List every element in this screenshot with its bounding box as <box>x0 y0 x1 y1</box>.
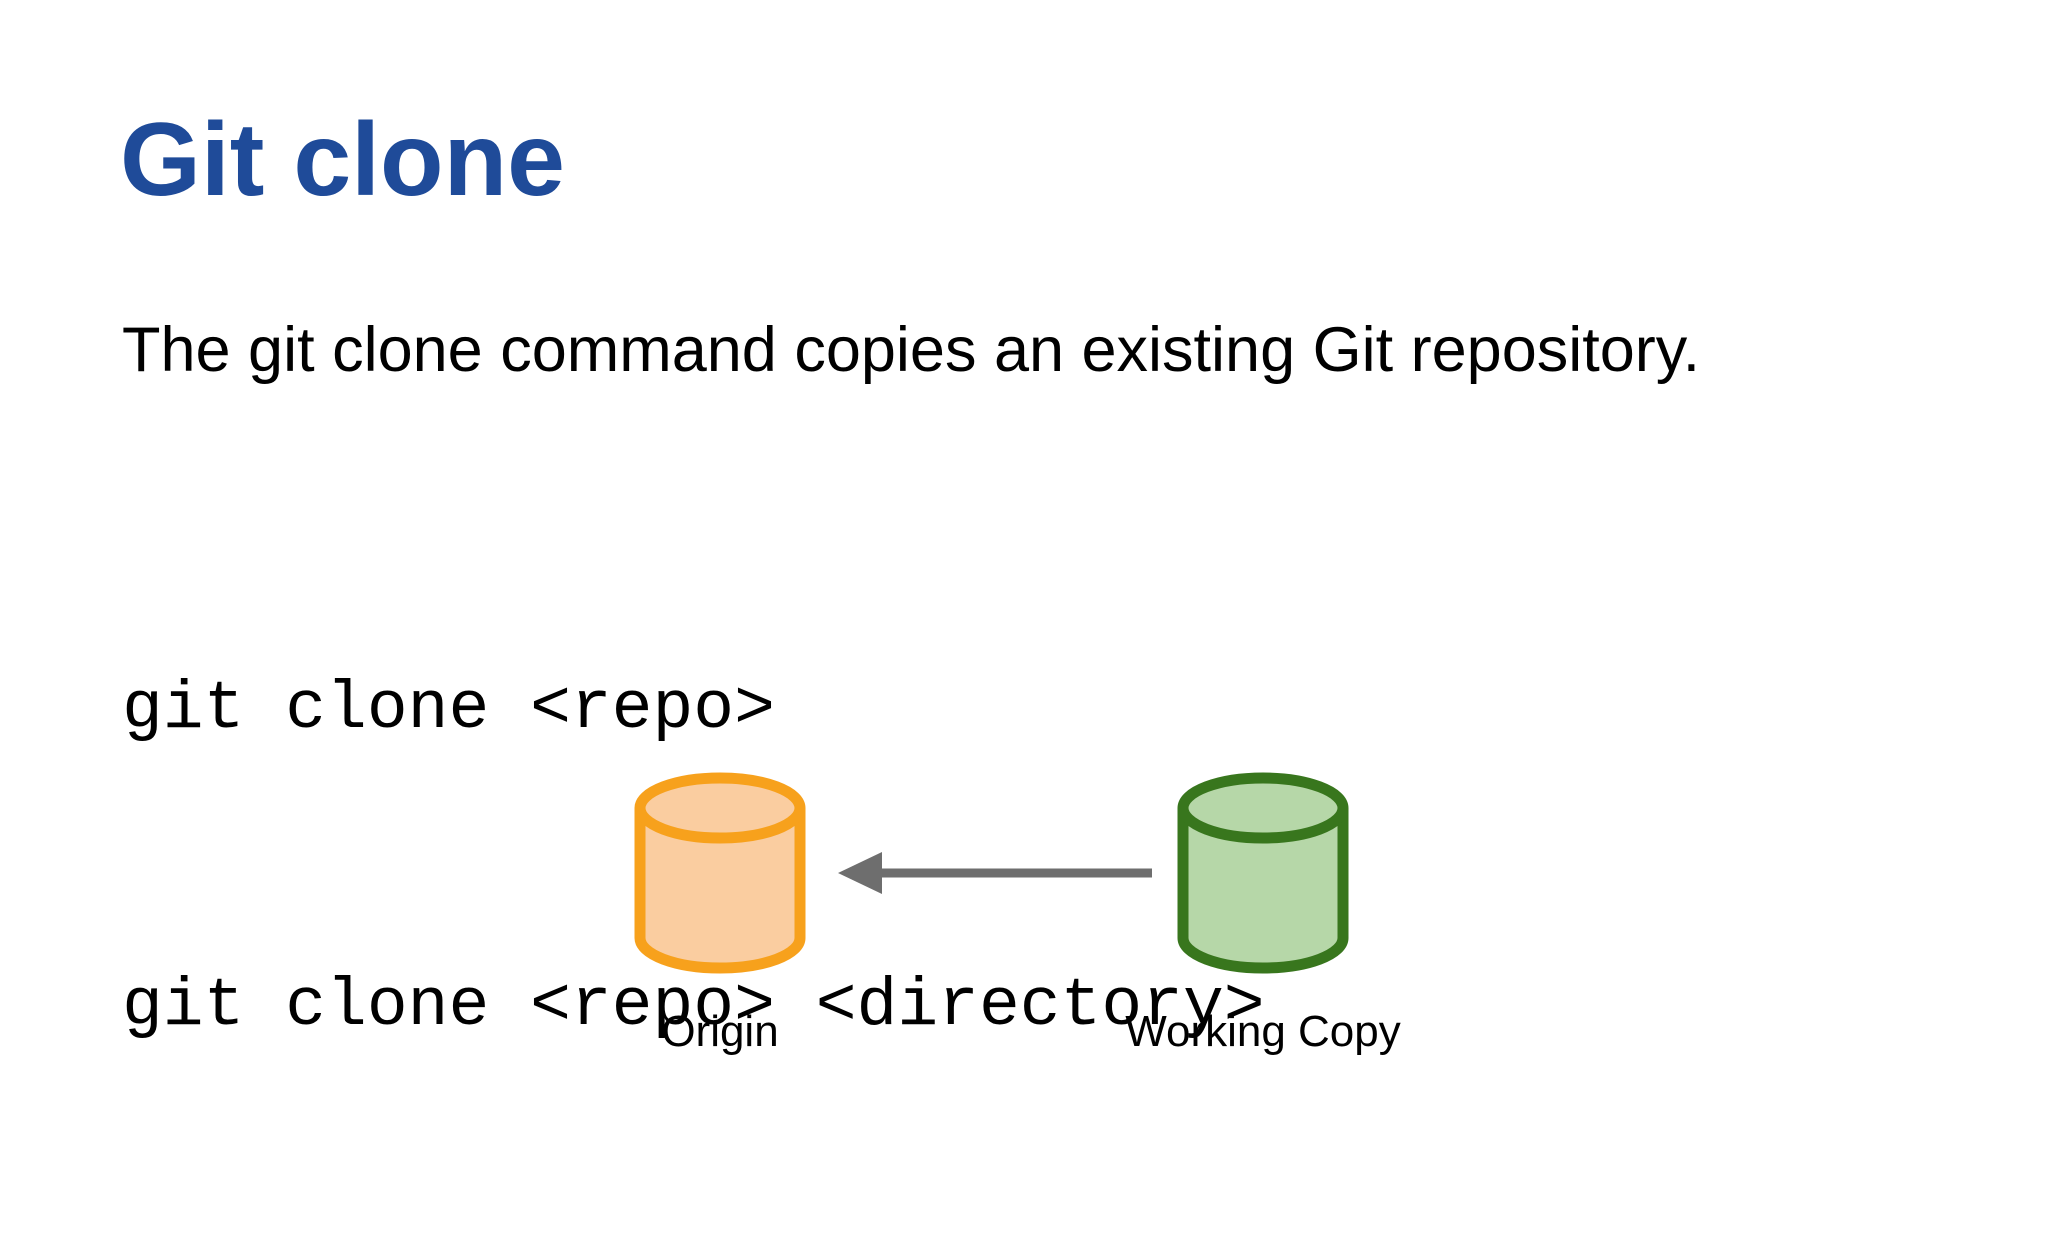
page-title: Git clone <box>120 102 565 218</box>
cylinder-body <box>634 808 806 974</box>
working-copy-database-icon <box>1177 772 1349 974</box>
cylinder-top <box>1177 772 1349 844</box>
code-line-2: git clone <repo> <directory> <box>122 968 1265 1045</box>
clone-diagram: Origin Working Copy <box>634 772 1401 1056</box>
code-block: git clone <repo> git clone <repo> <direc… <box>122 462 1265 1254</box>
arrow-head <box>838 852 882 894</box>
description-text: The git clone command copies an existing… <box>122 315 1701 385</box>
origin-database-icon <box>634 772 806 974</box>
cylinder-body <box>1177 808 1349 974</box>
origin-label: Origin <box>661 1007 779 1056</box>
slide: Git clone The git clone command copies a… <box>120 102 1701 1056</box>
code-line-1: git clone <repo> <box>122 671 775 748</box>
left-arrow-icon <box>838 852 1152 894</box>
working-copy-label: Working Copy <box>1125 1007 1401 1056</box>
cylinder-top <box>634 772 806 844</box>
